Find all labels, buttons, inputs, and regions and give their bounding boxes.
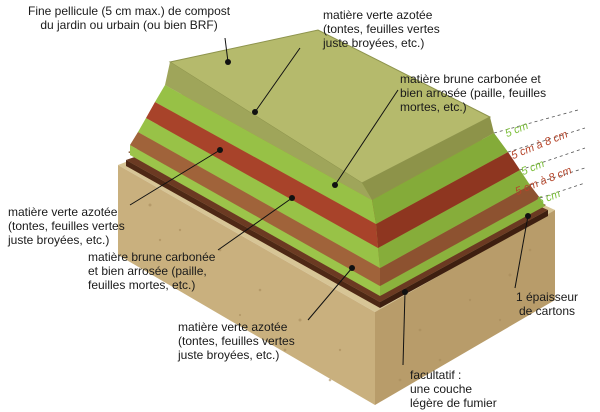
- label-brown-top: matière brune carbonée et bien arrosée (…: [400, 72, 546, 114]
- leader-dots: [217, 59, 531, 295]
- label-line: du jardin ou urbain (ou bien BRF): [40, 18, 218, 32]
- label-line: (tontes, feuilles vertes: [323, 22, 440, 36]
- label-line: (tontes, feuilles vertes: [8, 219, 125, 233]
- label-line: matière verte azotée: [178, 320, 288, 334]
- thickness-guides: [493, 109, 586, 199]
- label-green-top: matière verte azotée (tontes, feuilles v…: [323, 8, 440, 50]
- label-fumier: facultatif : une couche légère de fumier: [410, 368, 497, 410]
- label-line: facultatif :: [410, 368, 462, 382]
- leader-lines: [129, 37, 529, 366]
- label-cartons: 1 épaisseur de cartons: [516, 290, 578, 318]
- label-line: une couche: [410, 382, 473, 396]
- compost-top-layer: [165, 29, 494, 200]
- label-line: matière verte azotée: [323, 8, 433, 22]
- label-line: légère de fumier: [410, 396, 497, 410]
- label-line: juste broyées, etc.): [323, 36, 425, 50]
- label-line: (tontes, feuilles vertes: [178, 334, 295, 348]
- label-line: de cartons: [519, 304, 576, 318]
- label-line: 1 épaisseur: [516, 290, 579, 304]
- label-line: et bien arrosée (paille,: [88, 264, 207, 278]
- label-line: bien arrosée (paille, feuilles: [400, 86, 547, 100]
- label-line: mortes, etc.): [400, 100, 467, 114]
- label-line: matière verte azotée: [8, 205, 118, 219]
- label-green-bottom: matière verte azotée (tontes, feuilles v…: [178, 320, 295, 362]
- label-brown-middle: matière brune carbonée et bien arrosée (…: [88, 250, 215, 292]
- label-line: matière brune carbonée: [88, 250, 216, 264]
- label-green-left: matière verte azotée (tontes, feuilles v…: [8, 205, 125, 247]
- label-line: juste broyées, etc.): [178, 348, 280, 362]
- label-line: matière brune carbonée et: [400, 72, 541, 86]
- label-line: feuilles mortes, etc.): [88, 278, 196, 292]
- label-compost-top: Fine pellicule (5 cm max.) de compost du…: [28, 4, 230, 32]
- label-line: juste broyées, etc.): [8, 233, 110, 247]
- label-line: Fine pellicule (5 cm max.) de compost: [28, 4, 231, 18]
